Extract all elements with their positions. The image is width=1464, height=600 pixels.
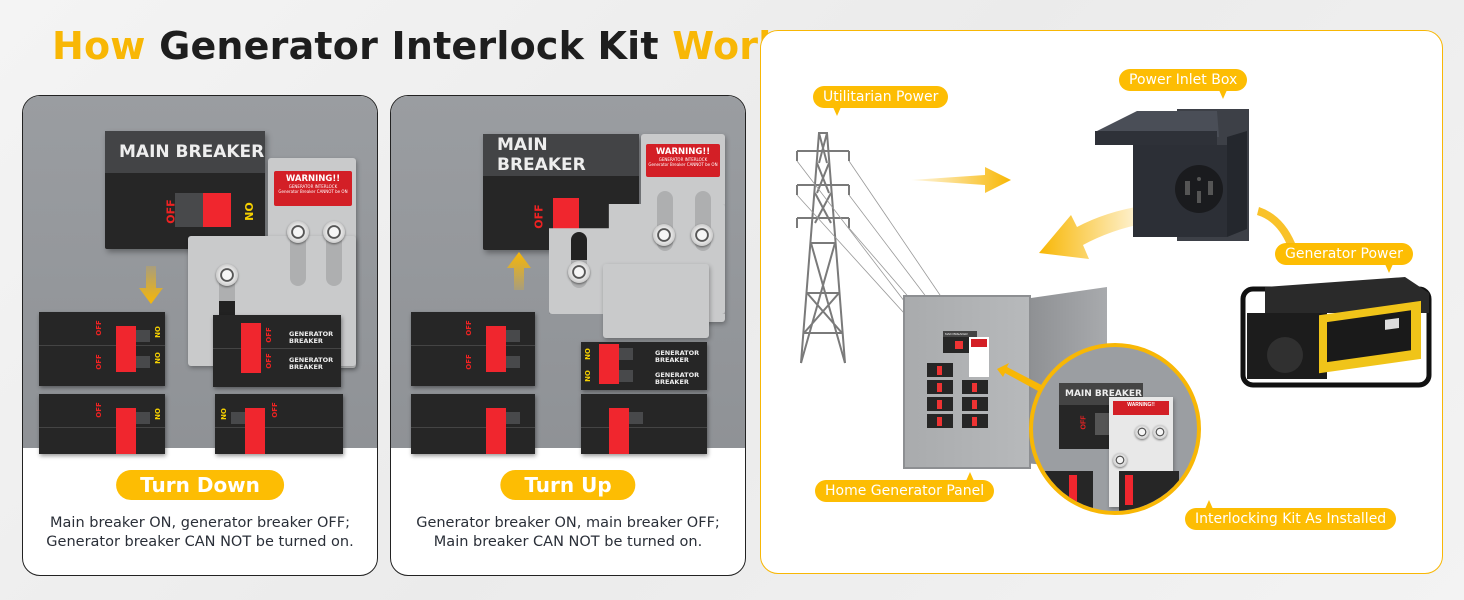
generator-breaker: OFF OFF GENERATOR BREAKER GENERATOR BREA…: [213, 315, 341, 387]
bolt-icon: [323, 221, 345, 243]
turn-down-description: Main breaker ON, generator breaker OFF; …: [46, 515, 354, 550]
generator-breaker-label: GENERATOR BREAKER: [655, 371, 700, 386]
breaker: OFF OFF ON ON: [39, 312, 165, 386]
bolt-icon: [568, 261, 590, 283]
generator-breaker-label: GENERATOR BREAKER: [289, 356, 334, 371]
arrow-up-icon: [507, 252, 531, 290]
power-inlet-box-icon: [1095, 109, 1249, 241]
generator-icon: [1240, 277, 1432, 388]
turn-up-badge: Turn Up: [500, 470, 636, 500]
installation-diagram: Utilitarian Power Power Inlet Box Genera…: [760, 30, 1443, 574]
arrow-curved-left-icon: [1039, 205, 1147, 259]
arrow-right-icon: [911, 167, 1011, 193]
bolt-icon: [216, 264, 238, 286]
main-toggle-on[interactable]: [203, 193, 231, 227]
breaker: [411, 394, 535, 454]
tag-home-generator-panel: Home Generator Panel: [815, 472, 995, 502]
main-breaker: MAIN BREAKER OFF ON: [105, 131, 265, 249]
bolt-icon: [691, 224, 713, 246]
generator-toggle-on[interactable]: [599, 344, 619, 384]
panel-turn-up: MAIN BREAKER OFF WARNING!! GENERATOR INT…: [390, 95, 746, 576]
inset-generator-breaker: [1119, 471, 1179, 511]
title-how: How: [52, 24, 146, 68]
slot: [219, 276, 235, 326]
tag-power-inlet-box: Power Inlet Box: [1119, 69, 1248, 99]
breaker: [581, 394, 707, 454]
breaker-toggle[interactable]: [116, 408, 136, 454]
turn-down-scene: MAIN BREAKER OFF ON WARNING!! GENERATOR …: [23, 96, 377, 454]
breaker-toggle[interactable]: [609, 408, 629, 454]
breaker: ON OFF: [215, 394, 343, 454]
turn-up-description: Generator breaker ON, main breaker OFF; …: [416, 515, 720, 550]
generator-breaker: ON ON GENERATOR BREAKER GENERATOR BREAKE…: [581, 342, 707, 390]
breaker-toggle[interactable]: [116, 326, 136, 372]
arrow-curved-up-icon: [1257, 207, 1295, 245]
tag-interlocking-kit: Interlocking Kit As Installed: [1185, 500, 1397, 530]
breaker: OFF ON: [39, 394, 165, 454]
breaker-toggle[interactable]: [245, 408, 265, 454]
turn-up-scene: MAIN BREAKER OFF WARNING!! GENERATOR INT…: [391, 96, 745, 454]
generator-breaker-label: GENERATOR BREAKER: [655, 349, 700, 364]
main-toggle-off[interactable]: [553, 198, 579, 234]
bolt-icon: [653, 224, 675, 246]
main-breaker-label: MAIN BREAKER: [105, 131, 265, 173]
off-label: OFF: [532, 204, 546, 229]
main-breaker: MAIN BREAKER OFF: [483, 134, 639, 250]
tag-utilitarian-power: Utilitarian Power: [813, 86, 949, 116]
mini-main-breaker: MAIN BREAKER: [943, 331, 977, 353]
panel-turn-down: MAIN BREAKER OFF ON WARNING!! GENERATOR …: [22, 95, 378, 576]
warning-label: WARNING!! GENERATOR INTERLOCK Generator …: [274, 171, 352, 206]
toggle-track: [175, 193, 205, 227]
on-label: ON: [241, 202, 255, 221]
turn-down-badge: Turn Down: [116, 470, 284, 500]
page-title: How Generator Interlock Kit Works: [52, 24, 806, 68]
warning-label: WARNING!! GENERATOR INTERLOCK Generator …: [646, 144, 720, 177]
magnified-inset: MAIN BREAKER OFF ON WARNING!!: [1029, 343, 1201, 515]
home-generator-panel: MAIN BREAKER: [903, 295, 1031, 469]
title-main: Generator Interlock Kit: [159, 24, 659, 68]
bolt-icon: [287, 221, 309, 243]
breaker-toggle[interactable]: [486, 326, 506, 372]
interlock-plate-base: [603, 264, 709, 338]
main-breaker-label: MAIN BREAKER: [483, 134, 639, 176]
mini-interlock-plate: [969, 337, 989, 377]
breaker-toggle[interactable]: [486, 408, 506, 454]
tag-generator-power: Generator Power: [1275, 243, 1413, 273]
breaker: OFF OFF: [411, 312, 535, 386]
arrow-down-icon: [139, 266, 163, 304]
generator-breaker-label: GENERATOR BREAKER: [289, 330, 334, 345]
generator-toggle-off[interactable]: [241, 323, 261, 373]
